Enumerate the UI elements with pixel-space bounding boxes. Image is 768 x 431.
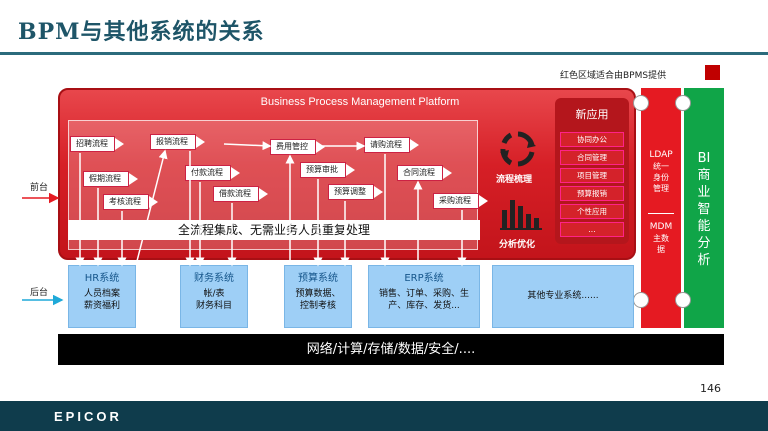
- bi-char: 业: [697, 185, 711, 200]
- epicor-logo: EPICOR: [54, 409, 122, 424]
- page-title: BPM与其他系统的关系: [18, 19, 265, 45]
- system-body-line: 财务科目: [195, 301, 232, 311]
- system-title: ERP系统: [404, 273, 444, 284]
- page-number: 146: [700, 382, 721, 395]
- new-app-item: 项目管理: [560, 168, 624, 183]
- process-budget-adjust: 预算调整: [328, 184, 383, 200]
- ldap-title: LDAP: [649, 150, 673, 160]
- process-contract: 合同流程: [397, 165, 452, 181]
- system-body: 销售、订单、采购、生 产、库存、发货...: [369, 288, 479, 312]
- mdm-label: MDM 主数 据: [641, 222, 681, 255]
- system-body: 人员档案 薪资福利: [69, 288, 135, 312]
- bar-chart-icon: [500, 200, 542, 230]
- system-body-line: 人员档案: [83, 289, 120, 299]
- bi-char: 分: [697, 236, 711, 251]
- ldap-line: 统一: [653, 162, 669, 171]
- new-app-item: ...: [560, 222, 624, 237]
- erp-system: ERP系统 销售、订单、采购、生 产、库存、发货...: [368, 265, 480, 328]
- cycle-label: 流程梳理: [496, 175, 533, 185]
- system-title: HR系统: [84, 273, 120, 284]
- hr-system: HR系统 人员档案 薪资福利: [68, 265, 136, 328]
- legend-red-swatch: [705, 65, 720, 80]
- system-body: 帐/表 财务科目: [181, 288, 247, 312]
- bi-char: BI: [697, 151, 711, 166]
- new-app-panel: 新应用 协同办公 合同管理 项目管理 预算报销 个性应用 ...: [555, 98, 629, 244]
- new-app-item: 协同办公: [560, 132, 624, 147]
- system-body-line: 薪资福利: [83, 301, 120, 311]
- process-leave: 假期流程: [83, 171, 138, 187]
- bi-char: 商: [697, 168, 711, 183]
- other-systems: 其他专业系统......: [492, 265, 634, 328]
- legend-note: 红色区域适合由BPMS提供: [560, 71, 667, 81]
- bi-char: 能: [697, 219, 711, 234]
- integration-band: 全流程集成、无需业务人员重复处理: [68, 220, 480, 240]
- system-body-line: 帐/表: [203, 289, 225, 299]
- optimize-label: 分析优化: [499, 240, 536, 250]
- system-title: 预算系统: [298, 273, 338, 284]
- ldap-label: LDAP 统一 身份 管理: [641, 150, 681, 194]
- bi-column: [684, 88, 724, 328]
- process-appraisal: 考核流程: [103, 194, 158, 210]
- connector-dot: [675, 292, 691, 308]
- process-budget-approval: 预算审批: [300, 162, 355, 178]
- ldap-line: 身份: [653, 173, 669, 182]
- system-body-line: 销售、订单、采购、生: [378, 289, 469, 299]
- system-body-line: 产、库存、发货...: [388, 301, 460, 311]
- connector-dot: [633, 292, 649, 308]
- connector-dot: [633, 95, 649, 111]
- process-recruit: 招聘流程: [70, 136, 124, 152]
- system-body-line: 预算数据、: [295, 289, 341, 299]
- bi-label: BI 商 业 智 能 分 析: [684, 150, 724, 269]
- title-underline: [0, 52, 768, 55]
- new-app-title: 新应用: [575, 108, 609, 121]
- platform-title: Business Process Management Platform: [260, 96, 460, 108]
- process-loan: 借款流程: [213, 186, 268, 202]
- new-app-item: 合同管理: [560, 150, 624, 165]
- system-body: 其他专业系统......: [493, 290, 633, 302]
- process-expense-control: 费用管控: [270, 139, 325, 155]
- cycle-icon: [500, 131, 536, 167]
- mdm-title: MDM: [649, 222, 673, 232]
- system-title: 财务系统: [194, 273, 234, 284]
- system-body: 预算数据、 控制考核: [285, 288, 351, 312]
- process-requisition: 请购流程: [364, 137, 419, 153]
- budget-system: 预算系统 预算数据、 控制考核: [284, 265, 352, 328]
- front-office-label: 前台: [30, 183, 49, 193]
- bi-char: 析: [697, 253, 711, 268]
- mdm-line: 据: [657, 245, 665, 254]
- ldap-line: 管理: [653, 184, 669, 193]
- system-body-line: 控制考核: [299, 301, 336, 311]
- ldap-mdm-column: [641, 88, 681, 328]
- finance-system: 财务系统 帐/表 财务科目: [180, 265, 248, 328]
- mdm-line: 主数: [653, 234, 669, 243]
- back-office-label: 后台: [30, 288, 49, 298]
- footer-bar: [0, 401, 768, 431]
- connector-dot: [675, 95, 691, 111]
- process-reimburse: 报销流程: [150, 134, 205, 150]
- infrastructure-bar: 网络/计算/存储/数据/安全/....: [58, 334, 724, 365]
- new-app-item: 个性应用: [560, 204, 624, 219]
- bi-char: 智: [697, 202, 711, 217]
- system-body-line: 其他专业系统......: [527, 291, 599, 301]
- new-app-item: 预算报销: [560, 186, 624, 201]
- process-purchase: 采购流程: [433, 193, 488, 209]
- ldap-mdm-divider: [648, 213, 674, 214]
- process-payment: 付款流程: [185, 165, 240, 181]
